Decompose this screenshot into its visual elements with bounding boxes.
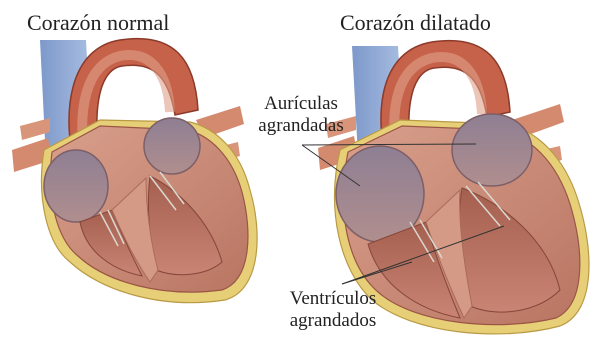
enlarged-atria-label: Aurículas agrandadas — [245, 93, 357, 137]
dilated-heart-title: Corazón dilatado — [340, 10, 491, 36]
enlarged-ventricles-label: Ventrículos agrandados — [268, 288, 398, 332]
ventricles-label-line2: agrandados — [268, 310, 398, 332]
atria-label-line2: agrandadas — [245, 115, 357, 137]
atria-label-line1: Aurículas — [245, 93, 357, 115]
left-atrium — [452, 114, 532, 186]
left-atrium — [144, 118, 200, 174]
normal-heart-title: Corazón normal — [27, 10, 169, 36]
normal-heart — [12, 39, 257, 303]
ventricles-label-line1: Ventrículos — [268, 288, 398, 310]
right-atrium — [44, 150, 108, 222]
